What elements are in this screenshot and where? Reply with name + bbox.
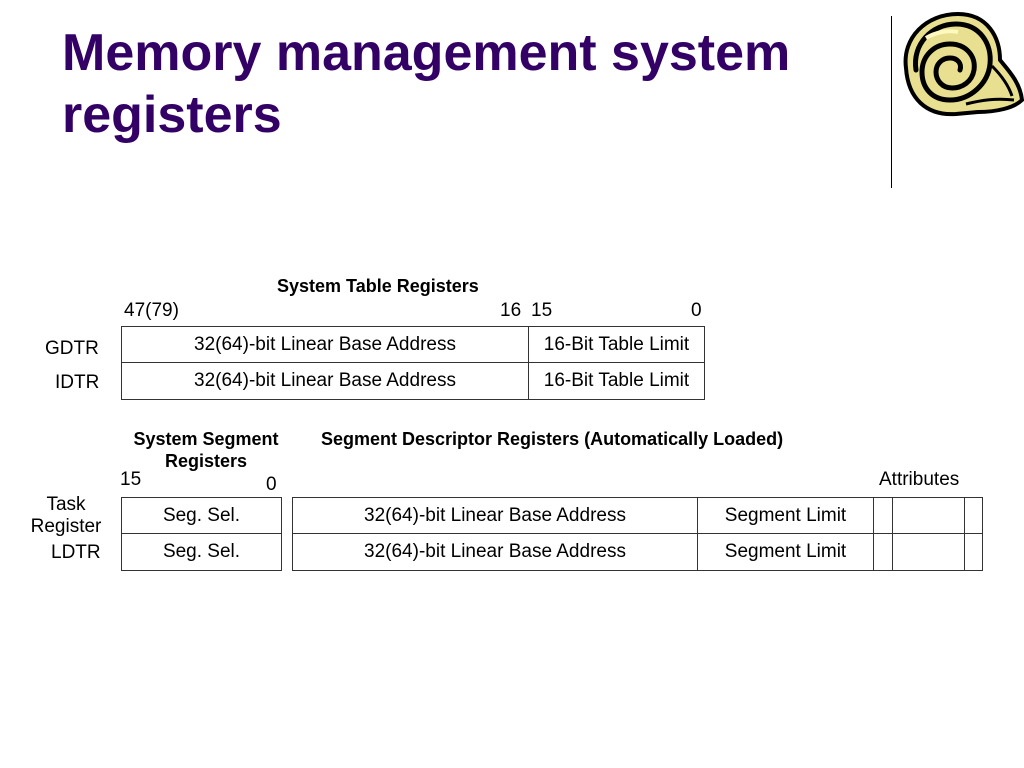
- gdtr-label: GDTR: [45, 338, 99, 359]
- segment-bit-label-0: 0: [266, 474, 277, 495]
- ldtr-descriptor-attribute-cell: [892, 533, 965, 571]
- ldtr-descriptor-attribute-cell: [964, 533, 983, 571]
- task-descriptor-attribute-cell: [892, 497, 965, 534]
- task-descriptor-attribute-cell: [873, 497, 893, 534]
- task-descriptor-attribute-cell: [964, 497, 983, 534]
- segment-bit-label-15: 15: [120, 469, 142, 490]
- gdtr-table-limit: 16-Bit Table Limit: [528, 326, 705, 363]
- slide-title: Memory management system registers: [62, 22, 862, 146]
- bit-label-16: 16: [500, 300, 522, 321]
- bit-label-high: 47(79): [124, 300, 179, 321]
- idtr-table-limit: 16-Bit Table Limit: [528, 362, 705, 400]
- system-segment-header-line-1: System Segment: [133, 429, 279, 449]
- idtr-base-address: 32(64)-bit Linear Base Address: [121, 362, 529, 400]
- title-line-1: Memory management system: [62, 24, 791, 82]
- bit-label-15: 15: [531, 300, 553, 321]
- system-table-header: System Table Registers: [277, 276, 479, 296]
- title-line-2: registers: [62, 86, 282, 144]
- ldtr-label: LDTR: [51, 542, 101, 563]
- title-divider: [891, 16, 892, 188]
- ldtr-descriptor-base-address: 32(64)-bit Linear Base Address: [292, 533, 698, 571]
- ldtr-descriptor-attribute-cell: [873, 533, 893, 571]
- attributes-label: Attributes: [879, 469, 960, 490]
- task-register-label-line-1: Task: [46, 494, 86, 515]
- task-descriptor-segment-limit: Segment Limit: [697, 497, 874, 534]
- task-register-selector: Seg. Sel.: [121, 497, 282, 534]
- bit-label-0: 0: [691, 300, 702, 321]
- ldtr-selector: Seg. Sel.: [121, 533, 282, 571]
- task-register-label-line-2: Register: [30, 516, 102, 537]
- idtr-label: IDTR: [55, 372, 100, 393]
- system-segment-header-line-2: Registers: [164, 451, 248, 471]
- task-descriptor-base-address: 32(64)-bit Linear Base Address: [292, 497, 698, 534]
- spiral-shell-icon: [903, 11, 1024, 117]
- gdtr-base-address: 32(64)-bit Linear Base Address: [121, 326, 529, 363]
- descriptor-header: Segment Descriptor Registers (Automatica…: [321, 429, 784, 449]
- ldtr-descriptor-segment-limit: Segment Limit: [697, 533, 874, 571]
